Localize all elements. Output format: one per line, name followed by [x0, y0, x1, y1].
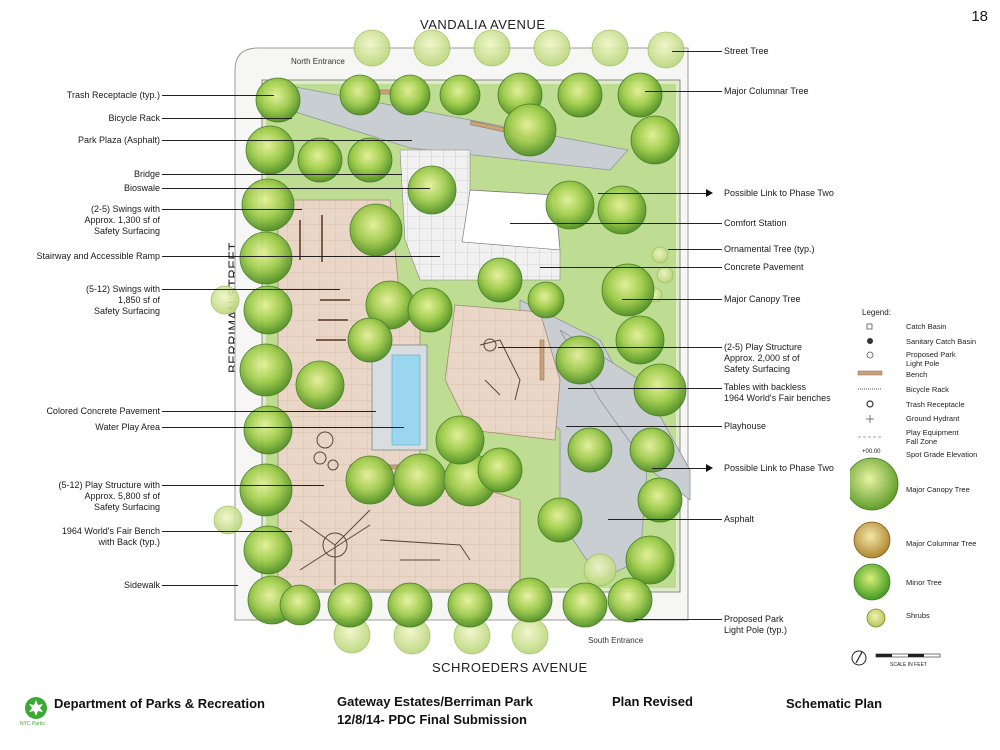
nyc-parks-logo-text: NYC Parks — [20, 721, 45, 727]
callout-park-plaza: Park Plaza (Asphalt) — [77, 135, 160, 145]
callout-swings-5-12: (5-12) Swings with 1,850 sf of Safety Su… — [85, 284, 160, 316]
footer-project-name: Gateway Estates/Berriman Park — [337, 694, 533, 709]
leader-line — [162, 95, 274, 96]
legend-bicycle-rack: Bicycle Rack — [906, 385, 949, 394]
leader-line — [162, 531, 292, 532]
legend-ground-hydrant: Ground Hydrant — [906, 414, 960, 423]
leader-line — [622, 299, 722, 300]
legend-sanitary-catch-basin: Sanitary Catch Basin — [906, 337, 977, 346]
callout-worlds-fair-bench: 1964 World's Fair Bench with Back (typ.) — [61, 526, 160, 547]
legend-major-canopy-tree: Major Canopy Tree — [906, 485, 970, 494]
callout-comfort-station: Comfort Station — [724, 218, 787, 228]
footer-submission-date: 12/8/14- PDC Final Submission — [337, 712, 527, 727]
leader-line — [162, 188, 430, 189]
callout-play-structure-2-5: (2-5) Play Structure Approx. 2,000 sf of… — [724, 342, 803, 374]
bench-icon — [857, 370, 883, 376]
tree-canopy-group — [210, 29, 687, 655]
legend-trash-receptacle: Trash Receptacle — [906, 400, 965, 409]
leader-line — [510, 223, 722, 224]
street-name-north: VANDALIA AVENUE — [420, 17, 546, 32]
legend-minor-tree: Minor Tree — [906, 578, 942, 587]
leader-line — [162, 411, 376, 412]
legend-spot-grade-sample: +00.00 — [862, 449, 881, 455]
major-columnar-tree-icon — [853, 521, 891, 559]
callout-bioswale: Bioswale — [123, 183, 160, 193]
arrow-right-icon — [706, 464, 713, 472]
callout-swings-2-5: (2-5) Swings with Approx. 1,300 sf of Sa… — [84, 204, 160, 236]
nyc-parks-leaf-icon — [25, 697, 47, 719]
north-arrow-icon — [851, 650, 867, 666]
legend-fall-zone: Play Equipment Fall Zone — [906, 428, 959, 446]
legend-light-pole: Proposed Park Light Pole — [906, 350, 956, 368]
callout-trash-receptacle: Trash Receptacle (typ.) — [66, 90, 160, 100]
leader-line — [162, 585, 238, 586]
leader-line — [598, 193, 706, 194]
page-number: 18 — [971, 8, 988, 25]
footer-status: Plan Revised — [612, 694, 693, 709]
scale-label: SCALE IN FEET — [890, 662, 927, 668]
leader-line — [568, 388, 722, 389]
leader-line — [162, 118, 292, 119]
callout-concrete-pavement: Concrete Pavement — [724, 262, 804, 272]
leader-line — [162, 140, 412, 141]
leader-line — [162, 174, 402, 175]
callout-major-canopy-tree: Major Canopy Tree — [724, 294, 801, 304]
leader-line — [540, 267, 722, 268]
legend-symbols — [850, 323, 899, 628]
callout-ornamental-tree: Ornamental Tree (typ.) — [724, 244, 815, 254]
callout-sidewalk: Sidewalk — [123, 580, 160, 590]
arrow-right-icon — [706, 189, 713, 197]
leader-line — [652, 468, 706, 469]
legend-spot-grade: Spot Grade Elevation — [906, 450, 978, 459]
callout-playhouse: Playhouse — [724, 421, 767, 431]
leader-line — [668, 249, 722, 250]
callout-park-light-pole: Proposed Park Light Pole (typ.) — [724, 614, 788, 635]
legend-major-columnar-tree: Major Columnar Tree — [906, 539, 977, 548]
leader-line — [672, 51, 722, 52]
north-entrance-label: North Entrance — [291, 57, 345, 66]
callout-link-phase-two: Possible Link to Phase Two — [724, 188, 834, 198]
north-arrow-scale — [851, 650, 941, 666]
sanitary-catch-basin-icon — [867, 338, 873, 344]
leader-line — [645, 91, 722, 92]
street-name-south: SCHROEDERS AVENUE — [432, 660, 588, 675]
leader-line — [162, 289, 340, 290]
trash-receptacle-icon — [866, 400, 874, 408]
legend-shrubs: Shrubs — [906, 611, 930, 620]
callout-link-phase-two-south: Possible Link to Phase Two — [724, 463, 834, 473]
leader-line — [566, 426, 722, 427]
leader-line — [162, 256, 440, 257]
legend-catch-basin: Catch Basin — [906, 322, 947, 331]
callout-tables-benches: Tables with backless 1964 World's Fair b… — [724, 382, 831, 403]
ground-hydrant-icon — [866, 415, 874, 423]
leader-line — [498, 347, 722, 348]
minor-tree-icon — [853, 563, 891, 601]
shrub-icon — [866, 608, 886, 628]
callout-asphalt: Asphalt — [724, 514, 755, 524]
major-canopy-tree-icon — [850, 457, 899, 511]
leader-line — [162, 485, 324, 486]
callout-bicycle-rack: Bicycle Rack — [108, 113, 160, 123]
callout-water-play: Water Play Area — [95, 422, 160, 432]
leader-line — [634, 619, 722, 620]
callout-major-columnar-tree: Major Columnar Tree — [724, 86, 809, 96]
leader-line — [162, 427, 404, 428]
leader-line — [162, 209, 302, 210]
legend-title: Legend: — [862, 308, 891, 317]
callout-play-structure-5-12: (5-12) Play Structure with Approx. 5,800… — [58, 480, 160, 512]
leader-line — [608, 519, 722, 520]
callout-street-tree: Street Tree — [724, 46, 769, 56]
legend-bench: Bench — [906, 370, 928, 379]
south-entrance-label: South Entrance — [588, 636, 644, 645]
catch-basin-icon — [866, 323, 873, 330]
light-pole-icon — [866, 351, 874, 359]
callout-bridge: Bridge — [133, 169, 160, 179]
callout-stairway-ramp: Stairway and Accessible Ramp — [36, 251, 160, 261]
callout-colored-concrete: Colored Concrete Pavement — [46, 406, 160, 416]
footer-department: Department of Parks & Recreation — [54, 696, 265, 711]
footer-plan-type: Schematic Plan — [786, 696, 883, 711]
